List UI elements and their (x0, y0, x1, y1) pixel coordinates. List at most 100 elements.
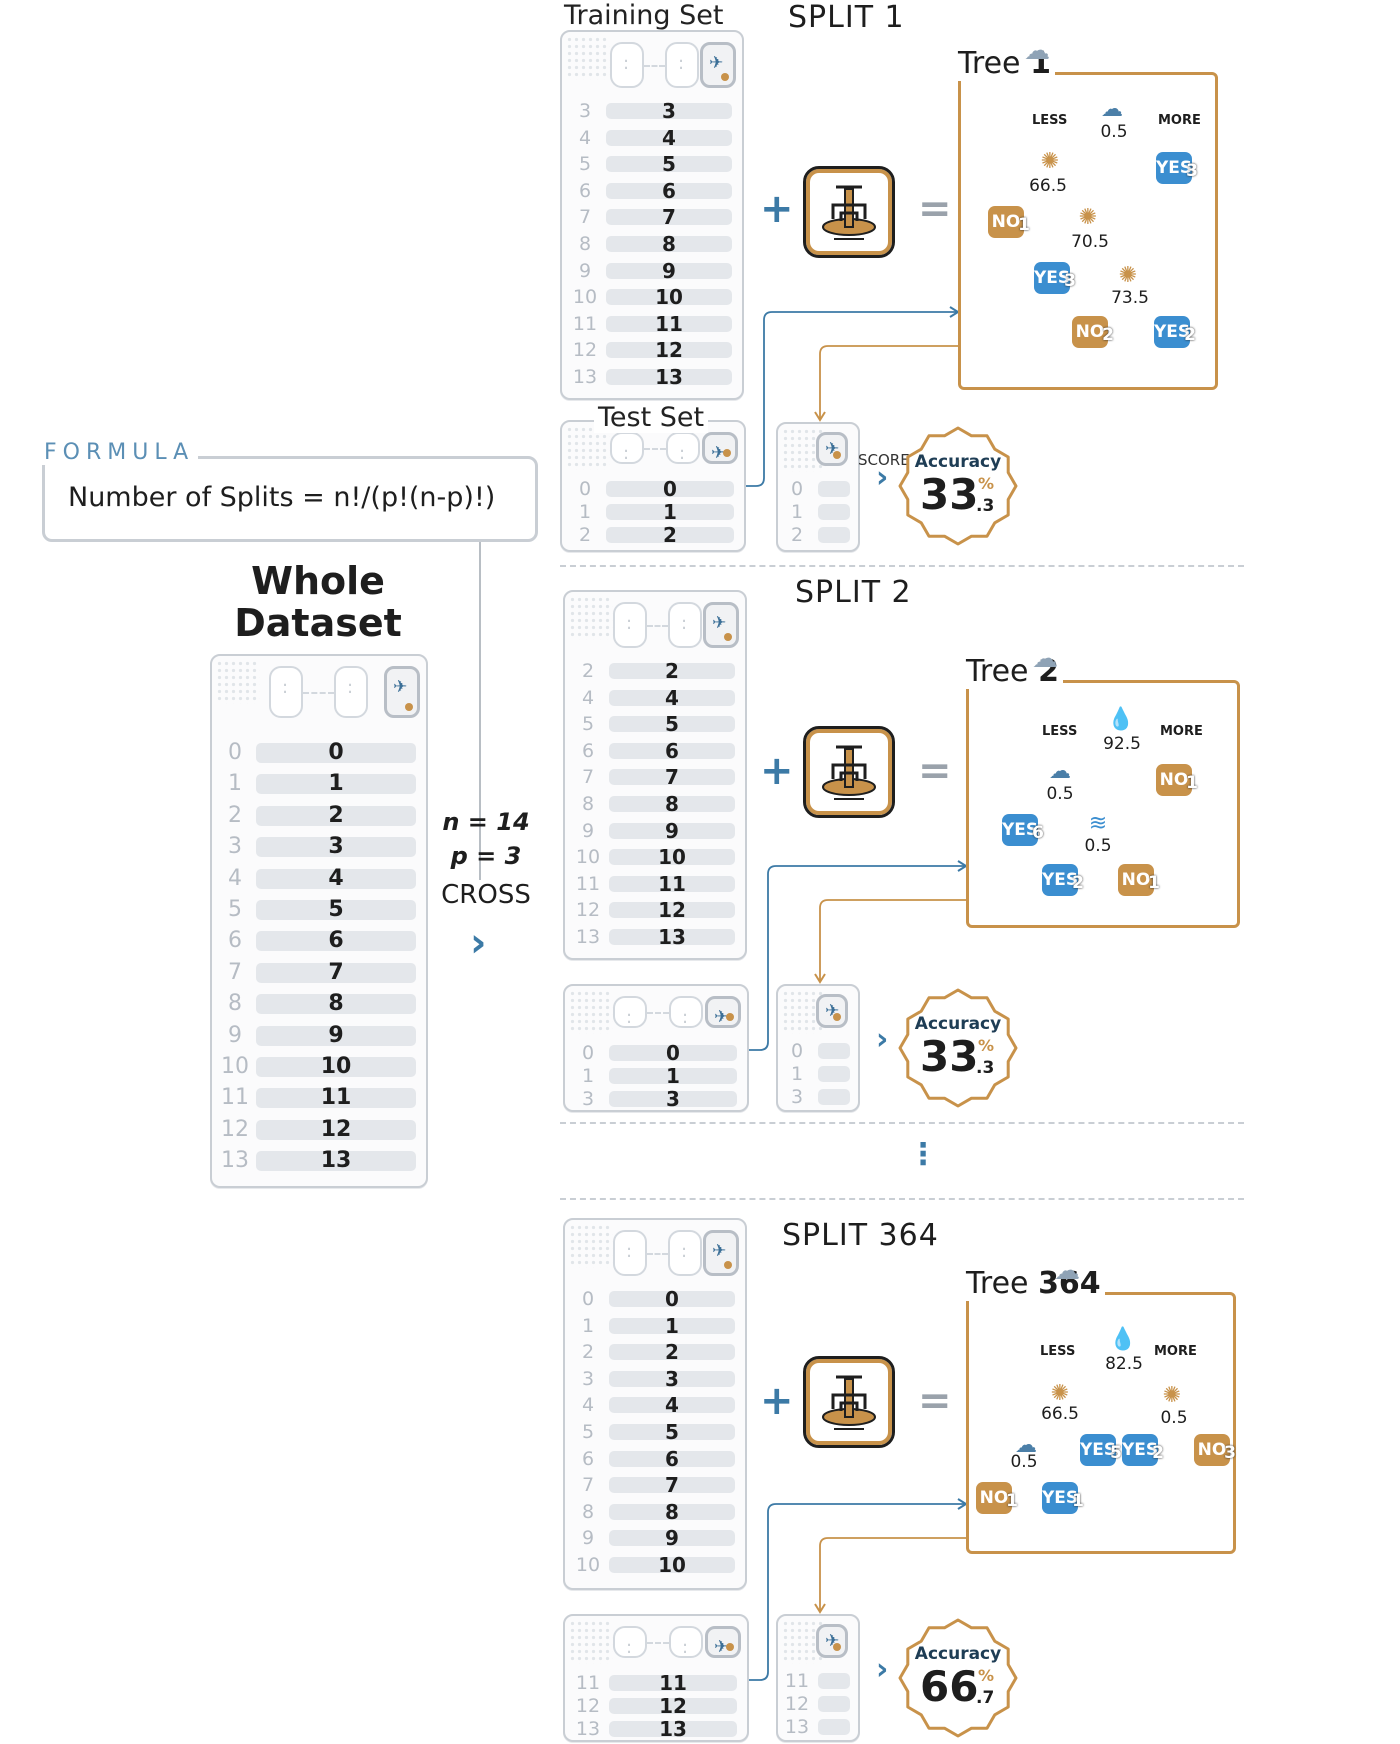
cloud-icon: ☁ (1032, 644, 1058, 674)
row-bar (606, 369, 732, 385)
row-bar (256, 868, 416, 889)
row-value: 12 (659, 1694, 687, 1718)
row-bar (256, 1151, 416, 1172)
row-bar (256, 931, 416, 952)
row-index: 5 (581, 1421, 595, 1443)
column-connector (647, 1253, 668, 1255)
humidity-icon: 💧 (1109, 1327, 1137, 1352)
formula-text: Number of Splits = n!/(p!(n-p)!) (68, 482, 496, 513)
row-value: 8 (665, 1499, 679, 1524)
leaf-yes-label: YES (1034, 268, 1071, 288)
row-index: 8 (578, 233, 592, 255)
row-index: 11 (572, 312, 598, 335)
row-value: 12 (658, 898, 686, 923)
row-index: 4 (578, 126, 592, 149)
method-label: CROSS (441, 880, 531, 910)
row-bar (609, 1477, 735, 1494)
row-value: 0 (665, 1287, 679, 1311)
row-index: 5 (578, 153, 592, 176)
more-label: MORE (1158, 113, 1201, 128)
feature-column-icon (665, 42, 699, 88)
less-label: LESS (1042, 724, 1078, 739)
wind-icon: ≋ (1088, 811, 1108, 836)
row-bar (606, 103, 732, 119)
row-value: 5 (665, 1420, 679, 1444)
row-value: 11 (655, 311, 683, 336)
panel-texture (569, 1620, 613, 1664)
row-bar (818, 527, 850, 543)
row-index: 1 (581, 1065, 595, 1087)
row-index: 9 (228, 1022, 242, 1048)
row-index: 7 (228, 959, 242, 985)
row-value: 1 (666, 1064, 680, 1088)
row-index: 11 (575, 1672, 601, 1694)
row-index: 2 (228, 802, 242, 828)
row-index: 13 (784, 1716, 810, 1738)
cloud-icon: ☁ (1054, 1256, 1080, 1286)
prediction-row: 12 (782, 1693, 858, 1715)
cloud-icon: ☁ (1049, 759, 1071, 784)
row-index: 1 (228, 771, 242, 797)
humidity-icon: 💧 (1107, 707, 1135, 732)
leaf-yes-label: YES (1122, 1440, 1159, 1460)
data-row: 11 11 (570, 313, 738, 335)
row-value: 7 (328, 959, 344, 985)
row-bar (606, 129, 732, 146)
less-label: LESS (1032, 113, 1068, 128)
row-index: 10 (221, 1054, 249, 1079)
row-bar (606, 481, 734, 497)
feature-column-icon (610, 42, 644, 88)
row-index: 8 (581, 1500, 595, 1523)
plus-icon: + (760, 1378, 794, 1424)
equals-icon: = (918, 1378, 952, 1424)
feature-column-icon (668, 1230, 702, 1276)
row-value: 13 (655, 365, 683, 389)
row-value: 7 (665, 1473, 679, 1498)
split-threshold: 0.5 (1010, 1452, 1038, 1472)
row-index: 13 (575, 1718, 601, 1740)
plus-icon: + (760, 748, 794, 794)
row-index: 4 (581, 1394, 595, 1417)
leaf-no-label: NO (1159, 770, 1189, 790)
accuracy-percent-sign: % (978, 1666, 995, 1685)
row-index: 2 (790, 524, 804, 546)
accuracy-percent-sign: % (978, 474, 995, 493)
row-bar (818, 1043, 850, 1059)
row-value: 9 (665, 1526, 679, 1551)
whole-dataset-title-line2: Dataset (234, 601, 402, 645)
leaf-no-label: NO (1075, 322, 1105, 342)
row-value: 7 (662, 205, 676, 230)
row-value: 13 (658, 925, 686, 949)
row-value: 10 (655, 285, 683, 310)
row-bar (609, 1450, 735, 1467)
row-bar (606, 289, 732, 306)
row-value: 1 (663, 500, 677, 524)
